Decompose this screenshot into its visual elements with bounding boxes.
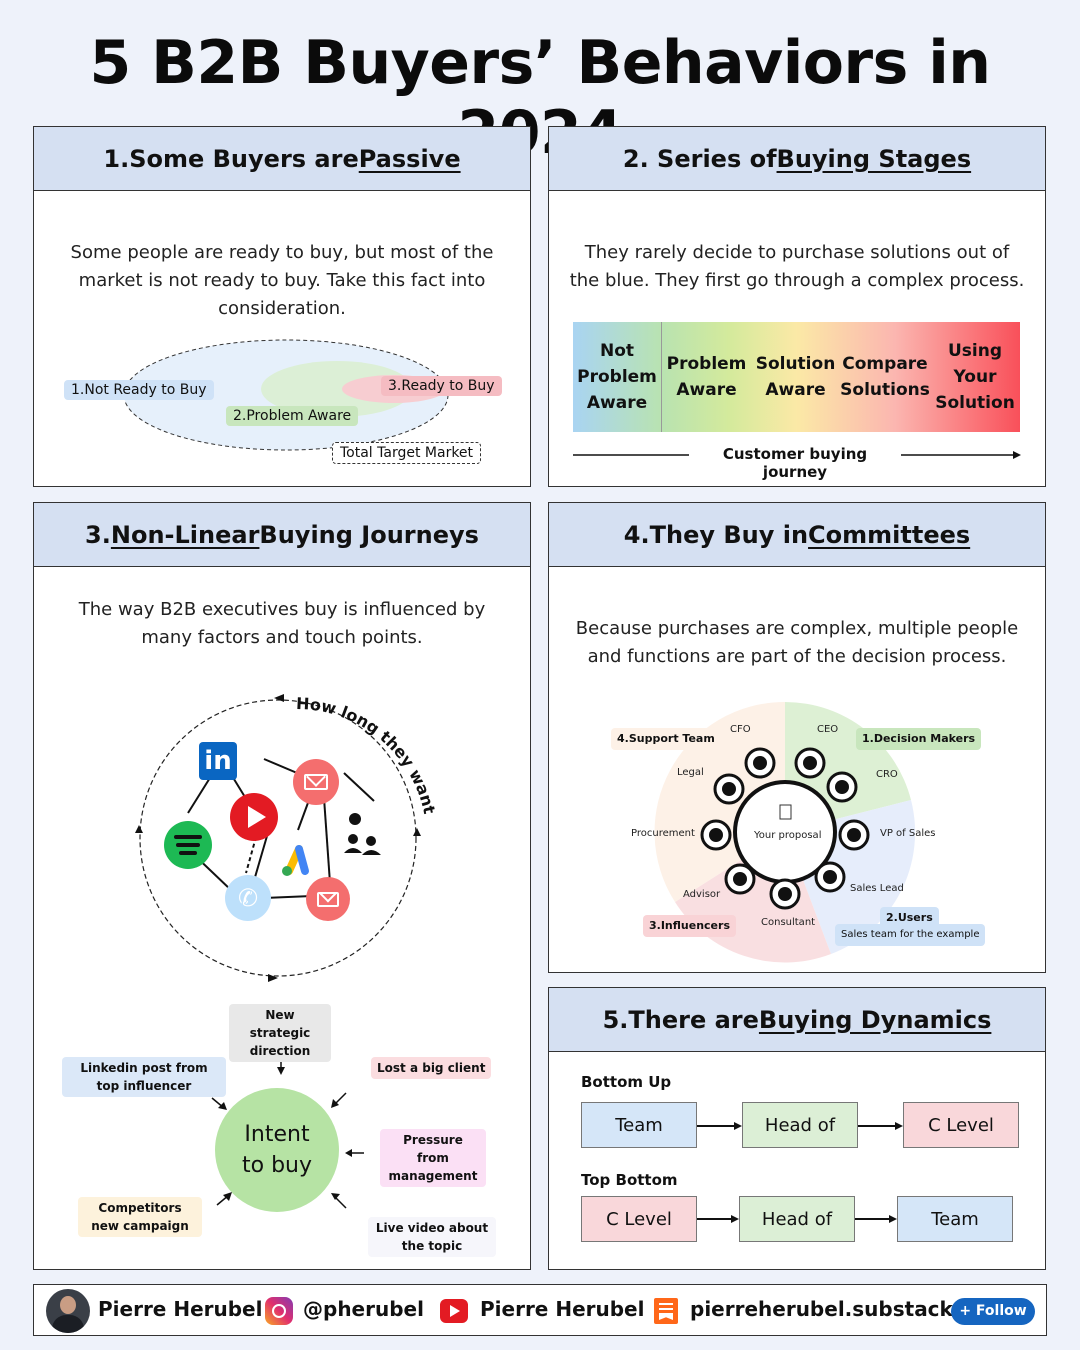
bottom-up-label: Bottom Up — [581, 1073, 672, 1091]
panel-2-header: 2. Series of Buying Stages — [549, 127, 1045, 191]
panel-non-linear-journeys: 3.Non-Linear Buying Journeys The way B2B… — [33, 502, 531, 1270]
youtube-icon — [230, 793, 278, 841]
author-footer: Pierre Herubel @pherubel Pierre Herubel … — [33, 1284, 1047, 1336]
top-bottom-team: Team — [897, 1196, 1013, 1242]
panel-2-description: They rarely decide to purchase solutions… — [569, 242, 1025, 291]
stage-not-problem-aware: Not Problem Aware — [573, 322, 662, 432]
avatar — [46, 1289, 90, 1333]
role-procurement: Procurement — [631, 828, 695, 839]
stage-problem-aware: Problem Aware — [666, 354, 747, 400]
follow-button[interactable]: + Follow — [951, 1298, 1035, 1325]
group-chat-icon — [341, 811, 385, 855]
panel-1-header: 1.Some Buyers are Passive — [34, 127, 530, 191]
panel-4-description: Because purchases are complex, multiple … — [575, 618, 1019, 667]
group-users: 2.Users — [880, 907, 939, 929]
email-icon-2 — [306, 877, 350, 921]
market-ellipse-diagram — [123, 339, 449, 451]
google-ads-icon — [279, 841, 315, 877]
proposal-label: Your proposal — [754, 830, 822, 841]
bottom-up-c-level: C Level — [903, 1102, 1019, 1148]
role-cro: CRO — [876, 769, 898, 780]
stage-compare-solutions: Compare Solutions — [840, 354, 930, 400]
panel-3-description: The way B2B executives buy is influenced… — [78, 599, 486, 648]
not-ready-label: 1.Not Ready to Buy — [64, 380, 214, 400]
role-ceo: CEO — [817, 724, 839, 735]
substack-icon — [654, 1298, 678, 1324]
stage-solution-aware: Solution Aware — [755, 354, 836, 400]
bottom-up-head-of: Head of — [742, 1102, 858, 1148]
panel-3-header: 3.Non-Linear Buying Journeys — [34, 503, 530, 567]
problem-aware-label: 2.Problem Aware — [226, 406, 359, 426]
role-vp-sales: VP of Sales — [880, 828, 936, 839]
email-icon — [293, 759, 339, 805]
substack-link[interactable]: pierreherubel.substack — [690, 1297, 953, 1321]
ready-label: 3.Ready to Buy — [381, 376, 502, 396]
stage-gradient-bar: Not Problem Aware Problem Aware Solution… — [573, 322, 1020, 432]
factor-live-video: Live video about the topic — [368, 1217, 496, 1257]
group-users-note: Sales team for the example — [835, 924, 986, 946]
linkedin-icon: in — [199, 742, 237, 780]
top-bottom-label: Top Bottom — [581, 1171, 678, 1189]
role-legal: Legal — [677, 767, 704, 778]
group-influencers: 3.Influencers — [643, 915, 736, 937]
factor-linkedin-post: Linkedin post from top influencer — [62, 1057, 226, 1097]
role-consultant: Consultant — [761, 917, 816, 928]
factor-lost-client: Lost a big client — [371, 1057, 492, 1079]
panel-1-description: Some people are ready to buy, but most o… — [70, 242, 494, 319]
youtube-channel[interactable]: Pierre Herubel — [480, 1297, 645, 1321]
factor-competitors: Competitors new campaign — [78, 1197, 202, 1237]
panel-buying-dynamics: 5.There are Buying Dynamics Bottom Up Te… — [548, 987, 1046, 1270]
instagram-icon — [265, 1297, 293, 1325]
author-name: Pierre Herubel — [98, 1297, 263, 1321]
group-decision-makers: 1.Decision Makers — [856, 728, 982, 750]
journey-label: Customer buying journey — [722, 445, 868, 481]
dynamics-arrows — [697, 1122, 903, 1223]
factor-strategic-direction: New strategic direction — [229, 1004, 331, 1062]
problem-aware-ellipse — [261, 361, 413, 417]
stage-using-your-solution: Using Your Solution — [935, 341, 1015, 413]
phone-icon: ✆ — [225, 875, 271, 921]
panel-5-header: 5.There are Buying Dynamics — [549, 988, 1045, 1052]
top-bottom-head-of: Head of — [739, 1196, 855, 1242]
top-bottom-c-level: C Level — [581, 1196, 697, 1242]
role-cfo: CFO — [730, 724, 751, 735]
intent-to-buy-circle: Intent to buy — [215, 1088, 339, 1212]
bottom-up-team: Team — [581, 1102, 697, 1148]
panel-passive-buyers: 1.Some Buyers are Passive Some people ar… — [33, 126, 531, 487]
factor-pressure: Pressure from management — [380, 1129, 486, 1187]
role-sales-lead: Sales Lead — [850, 883, 904, 894]
panel-committees: 4.They Buy in Committees Because purchas… — [548, 502, 1046, 973]
journey-arrow — [573, 451, 1021, 459]
instagram-handle[interactable]: @pherubel — [303, 1297, 424, 1321]
panel-buying-stages: 2. Series of Buying Stages They rarely d… — [548, 126, 1046, 487]
touchpoint-network: How long they want — [135, 694, 439, 982]
youtube-logo-icon — [440, 1299, 468, 1323]
group-support-team: 4.Support Team — [611, 728, 721, 750]
panel-4-header: 4.They Buy in Committees — [549, 503, 1045, 567]
role-advisor: Advisor — [683, 889, 721, 900]
total-market-label: Total Target Market — [332, 442, 482, 464]
spotify-icon — [164, 821, 212, 869]
